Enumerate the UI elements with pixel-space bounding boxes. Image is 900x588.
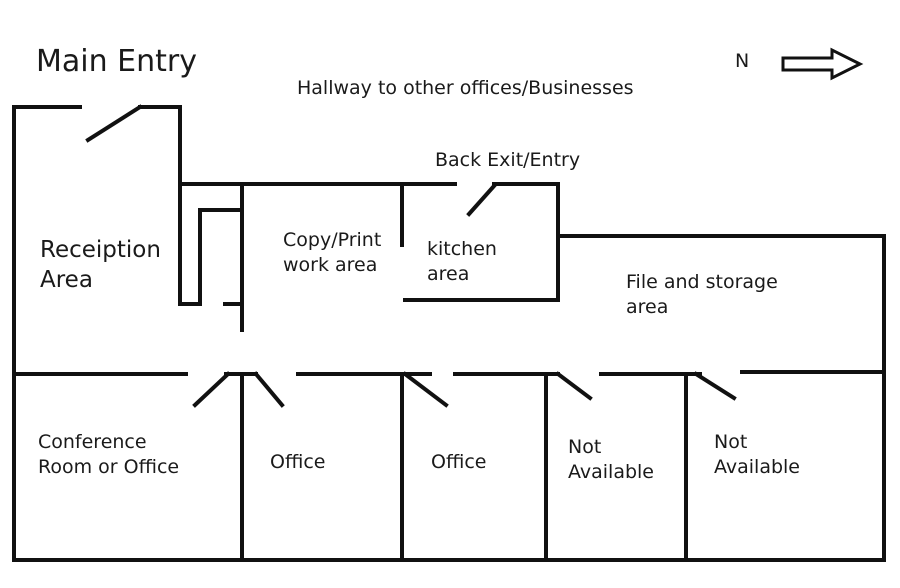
copy-print-line-1: Copy/Print <box>283 229 382 251</box>
walls <box>12 104 886 562</box>
not-available-1-line-2: Available <box>568 460 655 483</box>
door-conference <box>192 371 231 408</box>
room-kitchen: kitchen area <box>427 237 497 286</box>
main-entry-label: Main Entry <box>36 44 197 79</box>
conference-line-2: Room or Office <box>38 455 180 478</box>
room-not-available-2: Not Available <box>714 430 800 479</box>
room-copy-print: Copy/Print work area <box>283 228 381 277</box>
arrow-right-icon <box>781 47 864 81</box>
conference-line-1: Conference <box>38 431 147 453</box>
copy-print-line-2: work area <box>283 253 378 276</box>
reception-line-1: Receiption <box>40 237 161 263</box>
kitchen-line-1: kitchen <box>427 238 497 260</box>
hallway-label: Hallway to other offices/Businesses <box>297 77 634 99</box>
back-exit-label: Back Exit/Entry <box>435 149 581 171</box>
kitchen-line-2: area <box>427 262 470 285</box>
north-label: N <box>735 50 750 72</box>
room-conference: Conference Room or Office <box>38 430 179 479</box>
door-office-2 <box>402 371 449 408</box>
file-storage-line-1: File and storage <box>626 271 778 293</box>
door-not-available-2 <box>693 371 737 401</box>
not-available-2-line-2: Available <box>714 455 801 478</box>
room-not-available-1: Not Available <box>568 435 654 484</box>
room-file-storage: File and storage area <box>626 270 778 319</box>
door-office-1 <box>253 371 285 408</box>
not-available-1-line-1: Not <box>568 436 602 458</box>
file-storage-line-2: area <box>626 295 669 318</box>
main-door-swing <box>85 104 143 143</box>
room-office-2: Office <box>431 451 487 473</box>
back-door-swing <box>466 183 497 217</box>
room-reception: Receiption Area <box>40 236 161 296</box>
door-not-available-1 <box>555 371 593 401</box>
reception-line-2: Area <box>40 266 93 293</box>
not-available-2-line-1: Not <box>714 431 748 453</box>
room-office-1: Office <box>270 451 326 473</box>
